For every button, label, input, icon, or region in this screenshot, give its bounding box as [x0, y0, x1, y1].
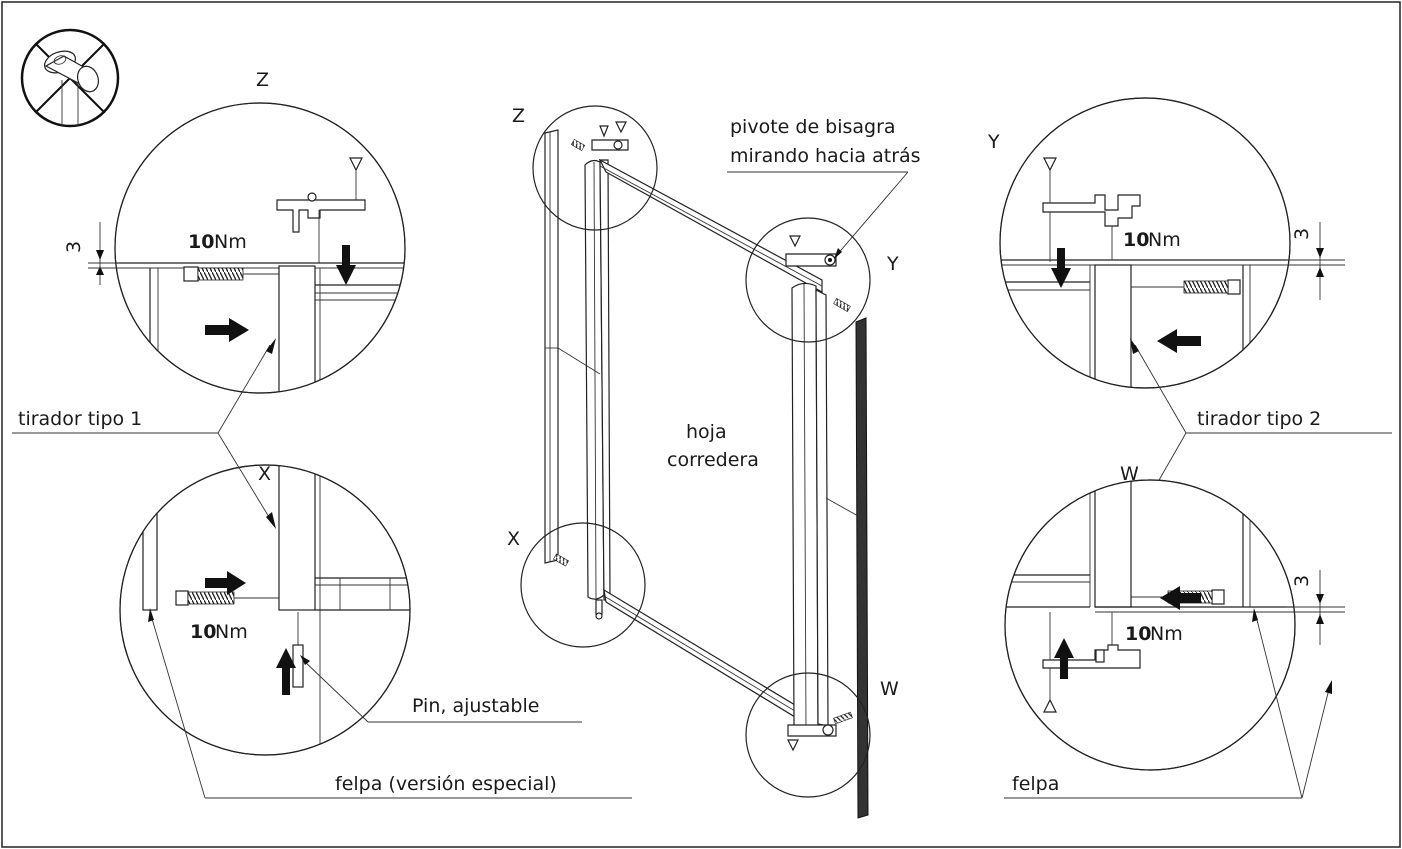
gap-value-z: 3	[63, 241, 85, 253]
pull-type-1-label: tirador tipo 1	[18, 408, 142, 430]
no-knob-icon	[20, 28, 120, 128]
detail-z-label: Z	[256, 69, 269, 91]
detail-y-label: Y	[987, 131, 1000, 153]
torque-value-w: 10	[1125, 623, 1151, 645]
torque-value-z: 10	[188, 231, 214, 253]
gap-value-y: 3	[1291, 228, 1313, 240]
torque-unit-w: Nm	[1150, 623, 1183, 645]
detail-y: Y 10 Nm 3	[987, 97, 1345, 389]
pin-callout: Pin, ajustable	[300, 655, 582, 723]
felt-special-callout: felpa (versión especial)	[148, 608, 632, 799]
torque-unit-z: Nm	[214, 231, 247, 253]
detail-w-label: W	[1120, 463, 1139, 485]
felt-label: felpa	[1012, 773, 1059, 795]
torque-unit-x: Nm	[215, 621, 248, 643]
sliding-leaf-label-1: hoja	[686, 421, 727, 443]
hinge-pivot-callout: pivote de bisagra mirando hacia atrás	[727, 116, 921, 259]
center-label-x: X	[507, 528, 520, 550]
sliding-leaf-drawing: Z Y X W hoja corredera	[507, 105, 899, 819]
center-label-y: Y	[886, 253, 899, 275]
detail-x: 10 Nm X	[119, 463, 411, 756]
sliding-leaf-label-2: corredera	[667, 449, 759, 471]
pull-type-1-callout: tirador tipo 1	[12, 338, 276, 529]
torque-value-y: 10	[1123, 229, 1149, 251]
torque-unit-y: Nm	[1148, 229, 1181, 251]
gap-value-w: 3	[1291, 575, 1313, 587]
felt-special-label: felpa (versión especial)	[335, 773, 557, 795]
center-label-w: W	[880, 678, 899, 700]
torque-value-x: 10	[190, 621, 216, 643]
felt-callout: felpa	[1004, 608, 1332, 799]
center-label-z: Z	[512, 105, 525, 127]
detail-w: W 10 Nm 3	[1004, 463, 1345, 771]
pull-type-2-label: tirador tipo 2	[1197, 408, 1321, 430]
detail-z: Z 10 Nm 3	[63, 69, 406, 394]
hinge-pivot-label-1: pivote de bisagra	[730, 116, 896, 138]
detail-x-label: X	[258, 463, 271, 485]
hinge-pivot-label-2: mirando hacia atrás	[730, 145, 921, 167]
pin-label: Pin, ajustable	[412, 695, 539, 717]
